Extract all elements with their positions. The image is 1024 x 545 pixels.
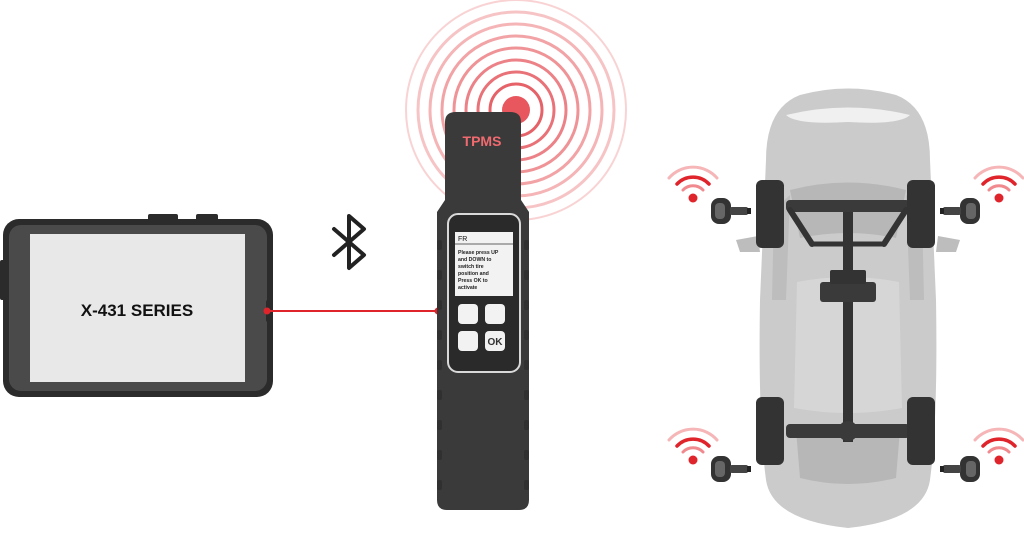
tool-button-ok[interactable] — [485, 331, 505, 351]
tool-screen-line: Please press UP — [458, 250, 499, 256]
tire-sensor-icon — [711, 198, 751, 224]
wheel-rear-left — [756, 397, 784, 465]
tablet-screen — [30, 234, 245, 382]
wifi-signal-icon — [973, 427, 1024, 467]
tool-screen — [455, 232, 513, 296]
wheel-front-left — [756, 180, 784, 248]
tablet-label: X-431 SERIES — [81, 301, 193, 320]
tire-sensor-icon — [940, 198, 980, 224]
tire-sensor-icon — [940, 456, 980, 482]
tool-screen-line: and DOWN to — [458, 257, 491, 263]
wheel-rear-right — [907, 397, 935, 465]
car-wheels — [756, 180, 935, 465]
tool-brand-label: TPMS — [463, 133, 502, 149]
tire-sensor-icon — [711, 456, 751, 482]
tool-button-up[interactable] — [458, 304, 478, 324]
tool-screen-line: activate — [458, 285, 477, 291]
tablet-device — [0, 214, 273, 397]
tool-screen-line: Press OK to — [458, 278, 488, 284]
tool-screen-line: switch tire — [458, 264, 484, 270]
bluetooth-icon — [332, 214, 366, 270]
tool-ok-label: OK — [488, 337, 504, 348]
wifi-signal-icon — [667, 165, 719, 205]
wifi-signal-icon — [973, 165, 1024, 205]
cable-end-tablet — [263, 307, 271, 315]
tool-button-down[interactable] — [485, 304, 505, 324]
tool-screen-line: position and — [458, 271, 489, 277]
wheel-front-right — [907, 180, 935, 248]
wifi-signal-icon — [667, 427, 719, 467]
tpms-tool — [437, 112, 529, 510]
tool-button-back[interactable] — [458, 331, 478, 351]
tool-screen-header: FR — [458, 236, 467, 243]
car-chassis — [786, 200, 910, 442]
